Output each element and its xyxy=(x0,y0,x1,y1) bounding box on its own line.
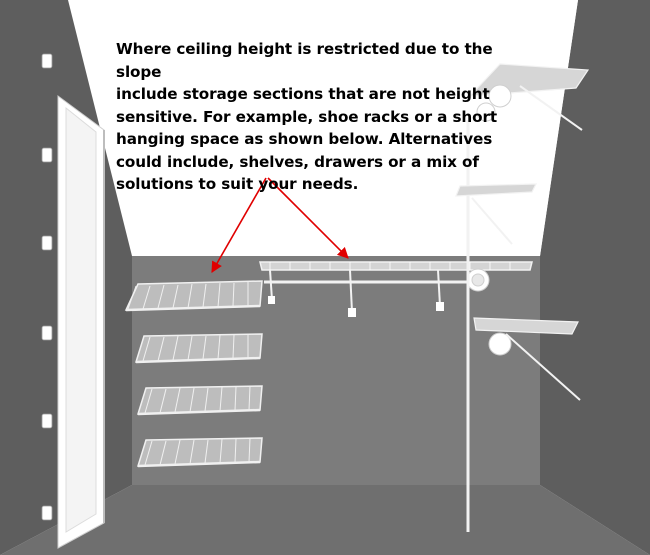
back-wall xyxy=(132,256,540,485)
floor xyxy=(0,485,650,555)
left-wall-brackets xyxy=(41,53,53,521)
lower-shelf xyxy=(473,317,581,401)
door xyxy=(57,95,105,549)
hanging-rail-icon xyxy=(259,261,533,317)
arrow-to-hanging-rail xyxy=(267,177,349,259)
shoe-rack-icon xyxy=(124,280,263,468)
caption-text: Where ceiling height is restricted due t… xyxy=(116,40,498,193)
right-wall-slope xyxy=(540,0,578,256)
arrow-to-shoe-racks xyxy=(211,177,267,273)
shoe-rack-1 xyxy=(124,280,263,312)
shoe-rack-3 xyxy=(136,385,263,416)
rail-roller xyxy=(466,268,490,292)
right-wall xyxy=(540,0,650,555)
shoe-rack-2 xyxy=(134,333,263,364)
top-shelf xyxy=(468,63,590,131)
red-callout-arrows xyxy=(211,177,349,273)
shoe-rack-4 xyxy=(136,437,263,468)
corner-shelf-tower-icon xyxy=(455,63,590,532)
middle-shelf xyxy=(455,183,537,245)
